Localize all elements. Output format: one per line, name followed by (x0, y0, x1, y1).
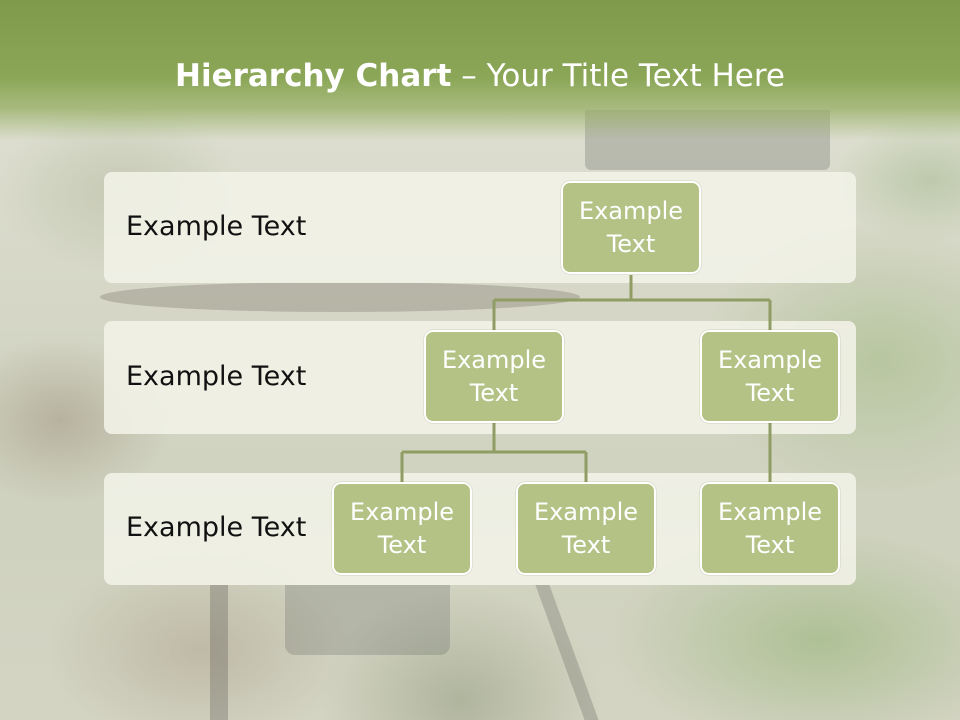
title-bold: Hierarchy Chart (175, 58, 452, 94)
node-level2-right[interactable]: Example Text (700, 330, 840, 423)
background-cylinder (285, 585, 450, 655)
node-label: Example Text (349, 497, 455, 559)
node-level3-c[interactable]: Example Text (700, 482, 840, 575)
row-label: Example Text (126, 512, 307, 543)
background-pan (100, 282, 580, 312)
row-band-1: Example Text (104, 172, 856, 283)
node-root[interactable]: Example Text (561, 181, 701, 274)
row-label: Example Text (126, 211, 307, 242)
row-label: Example Text (126, 361, 307, 392)
node-label: Example Text (578, 196, 684, 258)
background-stand-leg (535, 585, 599, 720)
node-level3-b[interactable]: Example Text (516, 482, 656, 575)
node-label: Example Text (717, 497, 823, 559)
node-label: Example Text (441, 345, 547, 407)
node-level2-left[interactable]: Example Text (424, 330, 564, 423)
header-band (0, 0, 960, 140)
slide-title: Hierarchy Chart – Your Title Text Here (0, 54, 960, 98)
node-level3-a[interactable]: Example Text (332, 482, 472, 575)
node-label: Example Text (533, 497, 639, 559)
background-stand-leg (210, 585, 228, 720)
title-rest: – Your Title Text Here (451, 58, 785, 94)
node-label: Example Text (717, 345, 823, 407)
